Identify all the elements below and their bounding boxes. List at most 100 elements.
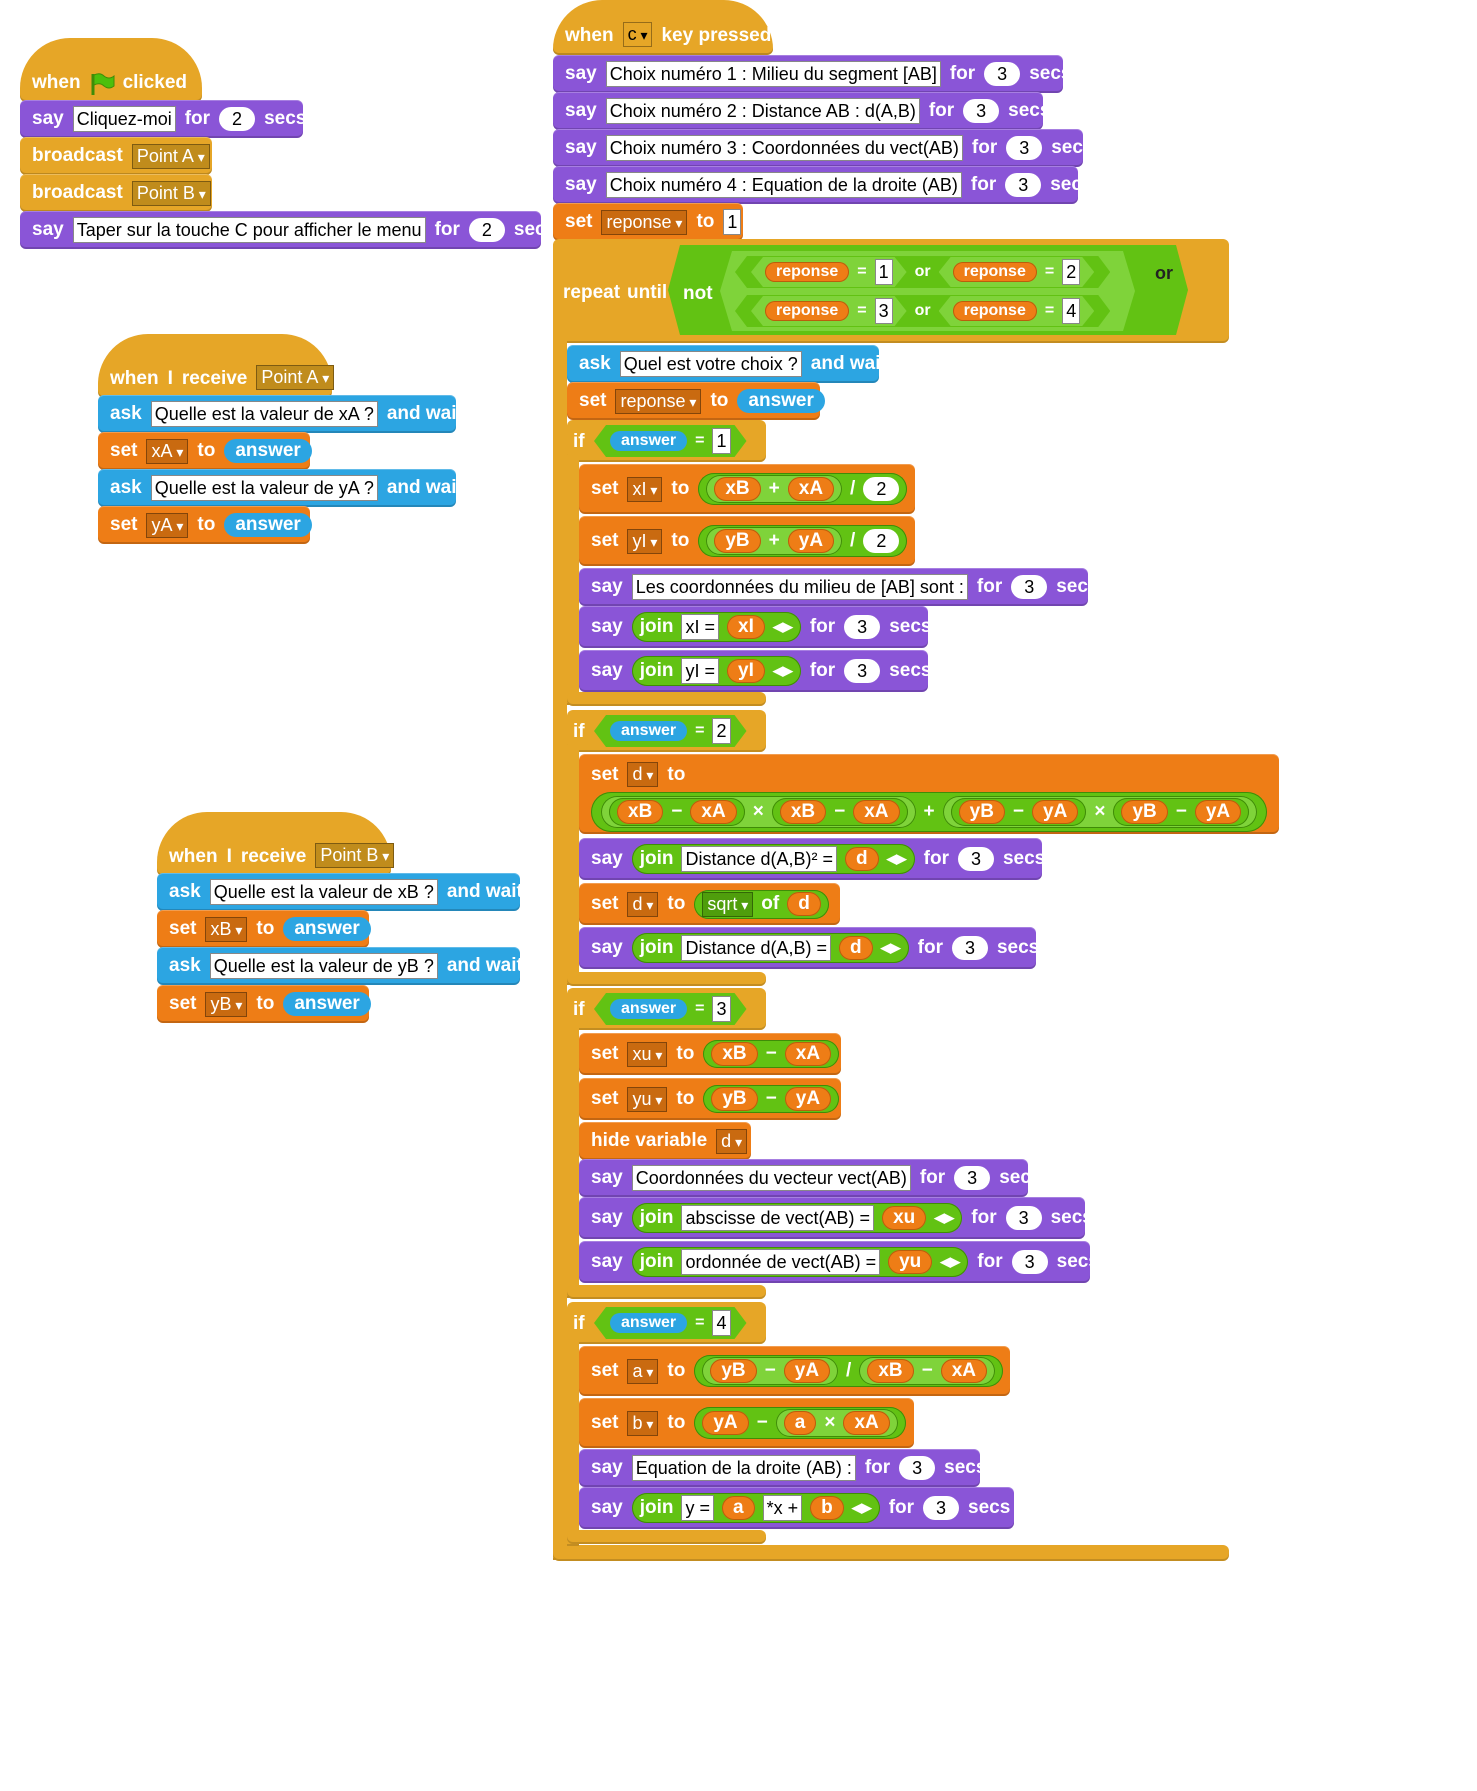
join-reporter[interactable]: join ordonnée de vect(AB) = yu ◀▶ [631,1247,969,1277]
equals-boolean[interactable]: reponse = 4 [939,296,1095,326]
reponse-reporter[interactable]: reponse [953,262,1037,282]
set-xa-block[interactable]: set xA to answer [98,432,312,470]
variable-dropdown[interactable]: d [627,891,659,917]
secs-input[interactable]: 3 [844,659,881,683]
reponse-reporter[interactable]: reponse [765,262,849,282]
variable-dropdown[interactable]: xA [146,438,189,464]
set-reponse-answer-block[interactable]: set reponse to answer [567,382,825,420]
or-boolean-3-4[interactable]: reponse = 3 or reponse = 4 [735,295,1110,327]
ask-text-input[interactable]: Quelle est la valeur de xA ? [150,401,378,427]
say-text-input[interactable]: Equation de la droite (AB) : [631,1455,856,1481]
value-input[interactable]: 4 [712,1310,730,1336]
d-reporter[interactable]: d [845,847,879,871]
variable-dropdown[interactable]: xu [627,1041,668,1067]
divide-reporter[interactable]: xB + xA / 2 [698,473,908,505]
value-input[interactable]: 2 [712,718,730,744]
variable-dropdown[interactable]: d [627,762,659,787]
reponse-reporter[interactable]: reponse [953,301,1037,321]
join-text-input[interactable]: ordonnée de vect(AB) = [681,1249,881,1275]
secs-input[interactable]: 3 [1005,173,1042,197]
minus-reporter[interactable]: yB − yA [1113,798,1250,826]
when-key-pressed-hat[interactable]: when c key pressed [553,0,773,55]
broadcast-point-b-block[interactable]: broadcast Point B [20,174,212,212]
xu-reporter[interactable]: xu [882,1206,927,1230]
secs-input[interactable]: 3 [1006,136,1043,160]
say-join-yi-block[interactable]: say join yI = yI ◀▶ for 3 secs [579,650,931,692]
say-join-xu-block[interactable]: say join abscisse de vect(AB) = xu ◀▶ fo… [579,1197,1093,1239]
ya-reporter[interactable]: yA [783,1359,831,1383]
arrows-icon[interactable]: ◀▶ [851,1500,872,1515]
a-reporter[interactable]: a [783,1411,817,1435]
times-reporter[interactable]: a × xA [775,1409,898,1437]
secs-input[interactable]: 3 [957,847,994,871]
or-boolean-1-2[interactable]: reponse = 1 or reponse = 2 [735,256,1110,288]
variable-dropdown[interactable]: xI [627,476,663,502]
say-text-input[interactable]: Choix numéro 2 : Distance AB : d(A,B) [605,98,920,124]
hide-variable-d-block[interactable]: hide variable d [579,1122,751,1160]
secs-input[interactable]: 3 [899,1456,936,1480]
ask-xa-block[interactable]: ask Quelle est la valeur de xA ? and wai… [98,395,463,433]
variable-dropdown[interactable]: reponse [615,388,702,414]
yb-reporter[interactable]: yB [1121,800,1168,824]
say-menu-3-block[interactable]: say Choix numéro 3 : Coordonnées du vect… [553,129,1094,167]
say-text-input[interactable]: Les coordonnées du milieu de [AB] sont : [631,574,968,600]
minus-reporter[interactable]: yB − yA [702,1357,839,1385]
answer-reporter[interactable]: answer [610,431,687,451]
ask-text-input[interactable]: Quelle est la valeur de xB ? [209,879,438,905]
say-menu-2-block[interactable]: say Choix numéro 2 : Distance AB : d(A,B… [553,92,1050,130]
set-d-sqrt-block[interactable]: set d to sqrt of d [579,883,840,925]
plus-reporter[interactable]: xB + xA [706,475,843,503]
value-input[interactable]: 1 [875,259,893,285]
say-taper-block[interactable]: say Taper sur la touche C pour afficher … [20,211,556,249]
value-input[interactable]: 3 [712,996,730,1022]
set-yi-block[interactable]: set yI to yB + yA / 2 [579,516,915,566]
minus-reporter[interactable]: xB − xA [609,798,745,826]
xi-reporter[interactable]: xI [727,615,765,639]
set-yu-block[interactable]: set yu to yB − yA [579,1078,841,1120]
arrows-icon[interactable]: ◀▶ [772,619,793,634]
variable-dropdown[interactable]: d [716,1128,748,1154]
secs-input[interactable]: 3 [1011,575,1048,599]
set-ya-block[interactable]: set yA to answer [98,506,312,544]
answer-equals-3-boolean[interactable]: answer = 3 [594,993,747,1025]
arrows-icon[interactable]: ◀▶ [940,1254,961,1269]
value-input[interactable]: 1 [723,209,742,235]
say-menu-1-block[interactable]: say Choix numéro 1 : Milieu du segment [… [553,55,1071,93]
xb-reporter[interactable]: xB [714,477,761,501]
message-dropdown[interactable]: Point B [131,180,211,206]
secs-input[interactable]: 3 [963,99,1000,123]
yb-reporter[interactable]: yB [710,1359,757,1383]
answer-equals-4-boolean[interactable]: answer = 4 [594,1307,747,1339]
message-dropdown[interactable]: Point A [256,365,335,390]
equals-boolean[interactable]: reponse = 2 [939,257,1095,287]
xa-reporter[interactable]: xA [853,800,900,824]
answer-equals-1-boolean[interactable]: answer = 1 [594,425,747,457]
plus-reporter[interactable]: yB + yA [706,527,843,555]
secs-input[interactable]: 3 [984,62,1021,86]
minus-reporter[interactable]: yB − yA [703,1085,840,1113]
set-b-block[interactable]: set b to yA − a × xA [579,1398,914,1448]
yi-reporter[interactable]: yI [727,659,765,683]
variable-dropdown[interactable]: reponse [601,209,688,235]
b-reporter[interactable]: b [810,1496,844,1520]
xa-reporter[interactable]: xA [843,1411,890,1435]
xb-reporter[interactable]: xB [711,1042,758,1066]
message-dropdown[interactable]: Point A [131,143,210,169]
when-receive-point-a-hat[interactable]: when I receive Point A [98,334,335,398]
variable-dropdown[interactable]: xB [205,916,248,942]
answer-reporter[interactable]: answer [224,439,312,463]
secs-input[interactable]: 3 [923,1496,960,1520]
value-input[interactable]: 3 [875,298,893,324]
secs-input[interactable]: 2 [468,218,505,242]
say-join-d2-block[interactable]: say join Distance d(A,B)² = d ◀▶ for 3 s… [579,838,1045,880]
ya-reporter[interactable]: yA [784,1087,832,1111]
join-reporter[interactable]: join abscisse de vect(AB) = xu ◀▶ [631,1203,963,1233]
yb-reporter[interactable]: yB [711,1087,758,1111]
say-text-input[interactable]: Taper sur la touche C pour afficher le m… [72,217,426,243]
times-reporter[interactable]: yB − yA × yB − yA [942,796,1258,828]
plus-reporter[interactable]: xB − xA × xB − xA + yB − yA × [591,792,1268,832]
yb-reporter[interactable]: yB [714,529,761,553]
broadcast-point-a-block[interactable]: broadcast Point A [20,137,212,175]
secs-input[interactable]: 2 [219,107,256,131]
say-text-input[interactable]: Choix numéro 1 : Milieu du segment [AB] [605,61,941,87]
